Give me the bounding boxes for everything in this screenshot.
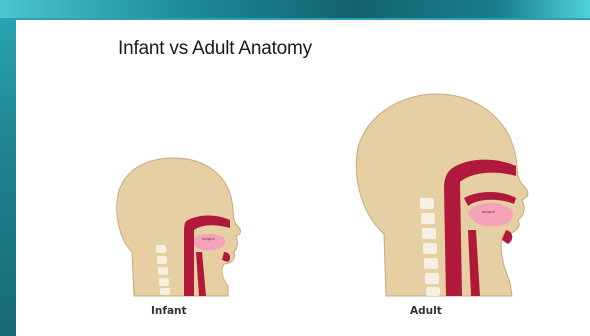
- infant-vertebra: [157, 256, 167, 264]
- infant-vertebra: [160, 288, 170, 295]
- slide-canvas: Infant vs Adult Anatomy tongue: [16, 20, 590, 336]
- infant-vertebra: [156, 245, 166, 253]
- adult-vertebra: [421, 213, 435, 224]
- infant-head-silhouette: [117, 158, 241, 296]
- infant-vertebra: [158, 267, 168, 275]
- infant-tongue-label: tongue: [202, 237, 215, 241]
- adult-figure: tongue: [356, 94, 528, 296]
- infant-figure: tongue: [117, 158, 241, 296]
- adult-vertebra: [423, 243, 437, 254]
- infant-vertebra: [159, 278, 169, 286]
- adult-tongue-label: tongue: [482, 210, 495, 214]
- adult-caption: Adult: [410, 305, 442, 317]
- anatomy-diagram: tongue tongue: [16, 20, 590, 336]
- adult-vertebra: [422, 228, 436, 239]
- adult-vertebra: [425, 273, 439, 284]
- infant-caption: Infant: [151, 305, 187, 317]
- frame-top-border: [0, 0, 590, 18]
- adult-vertebra: [420, 198, 434, 209]
- adult-vertebra: [424, 258, 438, 269]
- adult-vertebra: [426, 287, 440, 296]
